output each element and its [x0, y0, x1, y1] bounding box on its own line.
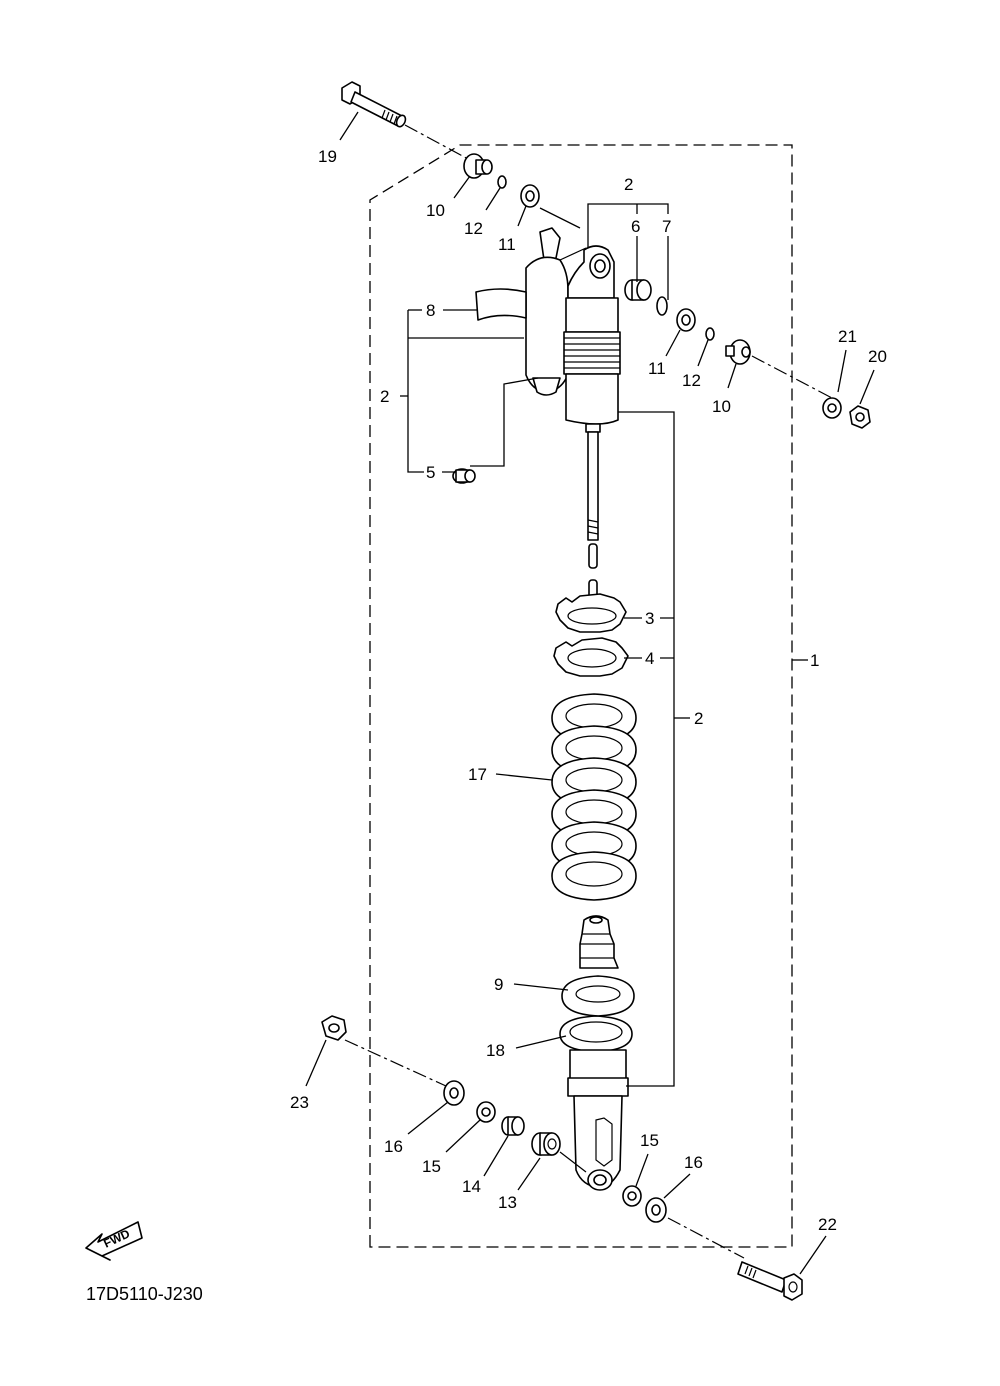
lock-ring-3 [555, 593, 627, 633]
callout-13: 13 [498, 1193, 517, 1212]
rod-pin [588, 543, 598, 569]
collar-14 [501, 1116, 525, 1136]
callout-7: 7 [662, 217, 671, 236]
callout-12-top: 12 [464, 219, 483, 238]
callout-15-right: 15 [640, 1131, 659, 1150]
callout-3: 3 [645, 609, 654, 628]
nut-23 [321, 1015, 347, 1041]
circlip-7 [656, 296, 668, 316]
callout-1: 1 [810, 651, 819, 670]
callout-4: 4 [645, 649, 654, 668]
callout-11-top: 11 [498, 235, 516, 254]
collar-10-right [725, 339, 751, 365]
bump-stop [579, 915, 619, 969]
callout-20: 20 [868, 347, 887, 366]
nut-20 [849, 405, 871, 429]
callout-5: 5 [426, 463, 435, 482]
callout-2-right: 2 [694, 709, 703, 728]
washer-15-left [476, 1101, 496, 1123]
lock-ring-4 [553, 637, 629, 677]
callout-10-top: 10 [426, 201, 445, 220]
diagram-code: 17D5110-J230 [86, 1284, 203, 1304]
callout-2-top: 2 [624, 175, 633, 194]
callout-9: 9 [494, 975, 503, 994]
callout-10-right: 10 [712, 397, 731, 416]
callout-22: 22 [818, 1215, 837, 1234]
oring-12-top [497, 175, 507, 189]
callout-19: 19 [318, 147, 337, 166]
seal-11-right [676, 308, 696, 332]
callout-14: 14 [462, 1177, 481, 1196]
callout-6: 6 [631, 217, 640, 236]
washer-15-right [622, 1185, 642, 1207]
axis-line-top [404, 124, 471, 161]
seal-11-top [520, 184, 540, 208]
callouts: 19 10 12 11 2 6 7 8 2 5 11 12 10 21 20 3… [290, 147, 887, 1234]
washer-16-left [443, 1080, 465, 1106]
axis-line-lower-right [667, 1217, 745, 1259]
callout-23: 23 [290, 1093, 309, 1112]
lower-body [567, 1049, 629, 1191]
spring-17 [551, 693, 637, 901]
callout-12-right: 12 [682, 371, 701, 390]
valve-cap-5 [452, 468, 476, 484]
spring-guide-9 [561, 975, 635, 1017]
bolt-22 [737, 1261, 803, 1301]
axis-line-lower-mid [559, 1151, 587, 1173]
damper-body [563, 245, 621, 541]
callout-21: 21 [838, 327, 857, 346]
oring-12-right [705, 327, 715, 341]
reservoir [475, 227, 587, 396]
callout-16-left: 16 [384, 1137, 403, 1156]
axis-line-lower-left [344, 1039, 447, 1087]
assembly-boundary [369, 144, 793, 1248]
callout-18: 18 [486, 1041, 505, 1060]
callout-2-left: 2 [380, 387, 389, 406]
stopper-ring-18 [559, 1015, 633, 1053]
callout-15-left: 15 [422, 1157, 441, 1176]
bolt-19 [341, 81, 407, 128]
fwd-arrow-icon: FWD [85, 1221, 143, 1261]
washer-16-right [645, 1197, 667, 1223]
callout-17: 17 [468, 765, 487, 784]
leader-lines [305, 111, 875, 1275]
axis-line-right [751, 355, 833, 399]
callout-16-right: 16 [684, 1153, 703, 1172]
washer-21 [822, 397, 842, 419]
bushing-6 [624, 279, 652, 301]
callout-8: 8 [426, 301, 435, 320]
callout-11-right: 11 [648, 359, 666, 378]
collar-10-top [463, 153, 493, 179]
bearing-13 [531, 1132, 561, 1156]
